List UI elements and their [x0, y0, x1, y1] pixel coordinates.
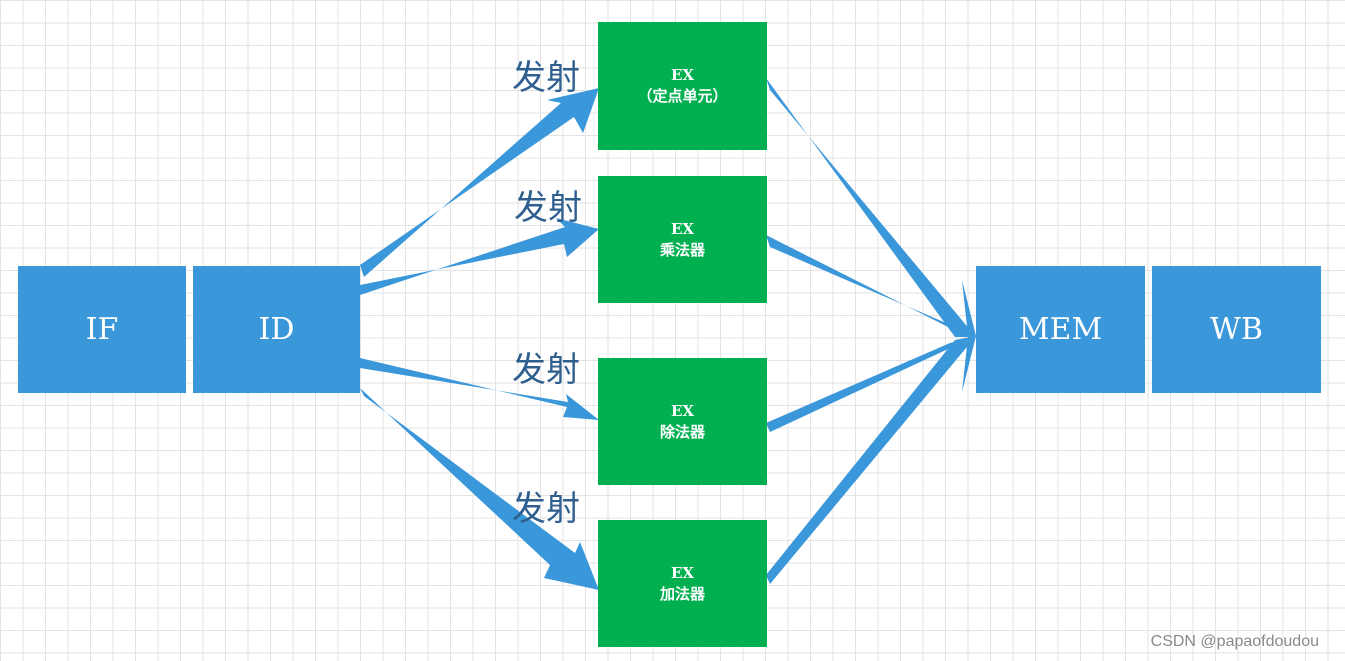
ex-unit-title: EX — [670, 219, 695, 238]
ex-fixed-point-unit: EX （定点单元） — [598, 22, 767, 150]
id-stage-label: ID — [258, 312, 295, 347]
issue-arrow-2 — [360, 218, 599, 295]
wb-stage-label: WB — [1210, 312, 1263, 347]
mem-arrow-4 — [766, 336, 976, 584]
ex-unit-name: 乘法器 — [659, 240, 705, 259]
wb-stage: WB — [1152, 266, 1321, 393]
ex-unit-title: EX — [670, 401, 695, 420]
mem-arrowhead — [962, 280, 976, 392]
issue-label-3: 发射 — [512, 350, 580, 390]
mem-stage-label: MEM — [1018, 312, 1103, 347]
issue-label-2: 发射 — [514, 188, 582, 228]
if-stage: IF — [18, 266, 186, 393]
issue-arrow-1 — [360, 88, 599, 277]
ex-unit-name: 加法器 — [659, 584, 705, 603]
watermark: CSDN @papaofdoudou — [1150, 633, 1319, 650]
ex-unit-title: EX — [670, 66, 695, 84]
ex-divider-unit: EX 除法器 — [598, 358, 767, 485]
ex-unit-name: 除法器 — [659, 422, 705, 441]
issue-label-1: 发射 — [512, 58, 580, 98]
mem-arrow-1 — [766, 78, 976, 337]
issue-arrow-3 — [360, 358, 599, 420]
ex-unit-name: （定点单元） — [637, 87, 728, 105]
ex-unit-title: EX — [670, 563, 695, 582]
issue-arrow-4 — [360, 388, 599, 590]
id-stage: ID — [193, 266, 360, 393]
ex-adder-unit: EX 加法器 — [598, 520, 767, 647]
mem-arrow-3 — [766, 336, 976, 432]
ex-multiplier-unit: EX 乘法器 — [598, 176, 767, 303]
issue-label-4: 发射 — [512, 489, 580, 529]
if-stage-label: IF — [85, 312, 119, 347]
mem-stage: MEM — [976, 266, 1145, 393]
